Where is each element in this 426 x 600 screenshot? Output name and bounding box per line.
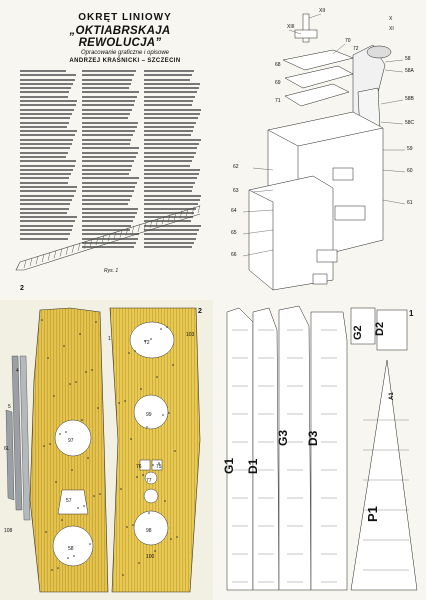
panel-code-label: G3 xyxy=(276,430,290,446)
panel-code-label: D2 xyxy=(374,322,386,336)
strip-part-number: 1 xyxy=(108,336,111,342)
text-column-3 xyxy=(144,70,202,280)
part-label: 70 xyxy=(345,38,351,44)
strip-part-number: 108 xyxy=(4,528,13,534)
part-label: 66 xyxy=(231,252,237,258)
deck-part-number: 99 xyxy=(146,412,152,418)
page-number: 1 xyxy=(409,309,414,318)
part-label: 65 xyxy=(231,230,237,236)
part-label: 64 xyxy=(231,208,237,214)
hull-side-panel-3 xyxy=(278,305,312,591)
part-label: X xyxy=(389,16,393,22)
ship-name: „OKTIABRSKAJA REWOLUCJA” xyxy=(69,25,171,49)
deck-part-number: 100 xyxy=(146,554,155,560)
deck-part-number: 103 xyxy=(186,332,195,338)
part-label: 72 xyxy=(353,46,359,52)
strip-part-number: 4 xyxy=(16,368,19,374)
panel-code-label: G1 xyxy=(222,458,236,474)
deck-plan-drawing: 72 99 97 57 58 98 77 76 75 100 103 4 5 6L 108 1 xyxy=(4,307,201,593)
part-label: 61 xyxy=(407,200,413,206)
deck-part-number: 57 xyxy=(66,498,72,504)
hull-side-panel-4 xyxy=(310,311,348,591)
deck-part-number: 58 xyxy=(68,546,74,552)
part-label: 63 xyxy=(233,188,239,194)
hull-side-panel-1 xyxy=(226,307,254,591)
page-superstructure-assembly: XII XIII 70 68 69 71 72 X XI 58 58A 58B 58C 59 60 61 62 6… xyxy=(213,0,426,300)
hull-frame-drawing xyxy=(15,204,201,271)
hull-side-panel-2 xyxy=(252,307,280,591)
panel-code-label: A1 xyxy=(389,392,395,400)
panel-code-label: D3 xyxy=(306,430,320,446)
panel-code-label: G2 xyxy=(352,325,364,340)
strip-part-number: 6L xyxy=(4,446,10,452)
part-label: XI xyxy=(389,26,394,32)
bow-panel xyxy=(350,359,418,591)
page-article-intro: OKRĘT LINIOWY „OKTIABRSKAJA REWOLUCJA” O… xyxy=(0,0,213,300)
strip-part-number: 5 xyxy=(8,404,11,410)
panel-code-label: P1 xyxy=(365,506,380,522)
text-column-1 xyxy=(20,70,78,280)
text-column-2 xyxy=(82,70,140,280)
part-label: XII xyxy=(319,8,325,14)
deck-part-number: 72 xyxy=(144,340,150,346)
part-label: XIII xyxy=(287,24,295,30)
part-label: 58C xyxy=(405,120,415,126)
page-number: 2 xyxy=(20,285,24,292)
aft-deck-part xyxy=(109,307,201,593)
part-label: 71 xyxy=(275,98,281,104)
deck-part-number: 98 xyxy=(146,528,152,534)
deck-part-number: 75 xyxy=(156,464,162,470)
deck-part-number: 77 xyxy=(146,478,152,484)
part-label: 68 xyxy=(275,62,281,68)
part-label: 58 xyxy=(405,56,411,62)
part-label: 69 xyxy=(275,80,281,86)
credit-line: Opracowanie graficzne i opisowe xyxy=(80,50,170,56)
part-label: 58B xyxy=(405,96,415,102)
page-number: 2 xyxy=(198,308,202,315)
figure-caption: Rys. 1 xyxy=(104,268,119,274)
part-label: 58A xyxy=(405,68,415,74)
deck-part-number: 76 xyxy=(136,464,142,470)
part-label: 60 xyxy=(407,168,413,174)
deck-part-number: 97 xyxy=(68,438,74,444)
panel-code-label: D1 xyxy=(246,458,260,474)
superstructure-exploded-drawing: XII XIII 70 68 69 71 72 X XI 58 58A 58B 58C 59 60 61 62 6… xyxy=(231,8,415,291)
author-line: ANDRZEJ KRAŚNICKI – SZCZECIN xyxy=(69,58,181,64)
article-heading: OKRĘT LINIOWY xyxy=(78,12,172,23)
page-deck-planking: 72 99 97 57 58 98 77 76 75 100 103 4 5 6L 108 1 2 xyxy=(0,300,213,600)
part-label: 59 xyxy=(407,146,413,152)
part-label: 62 xyxy=(233,164,239,170)
